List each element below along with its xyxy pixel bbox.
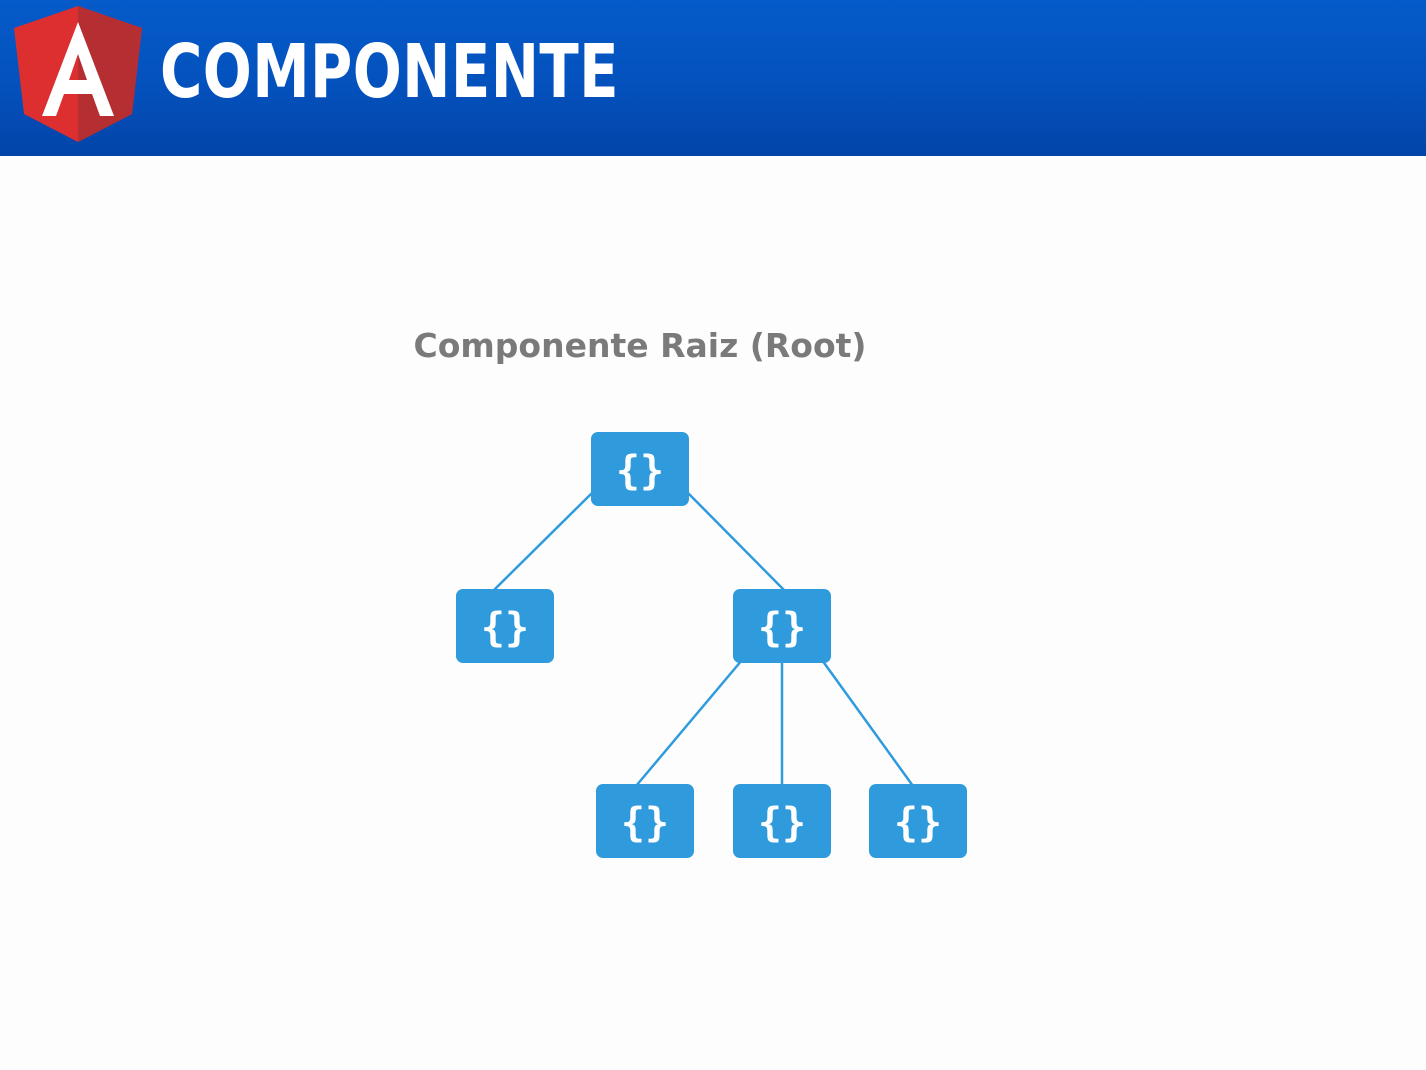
slide-title: COMPONENTE <box>160 29 619 115</box>
angular-logo-icon <box>14 6 142 142</box>
curly-braces-icon: {} <box>758 800 806 846</box>
edge-child-right-grandchild-1 <box>635 659 743 787</box>
curly-braces-icon: {} <box>481 605 529 651</box>
curly-braces-icon: {} <box>894 800 942 846</box>
diagram-title: Componente Raiz (Root) <box>413 326 867 365</box>
tree-node-root: {} <box>591 432 689 506</box>
curly-braces-icon: {} <box>616 448 664 494</box>
slide-header: COMPONENTE <box>0 0 1426 156</box>
curly-braces-icon: {} <box>758 605 806 651</box>
curly-braces-icon: {} <box>621 800 669 846</box>
tree-node-child-right: {} <box>733 589 831 663</box>
tree-node-child-left: {} <box>456 589 554 663</box>
tree-node-grandchild-3: {} <box>869 784 967 858</box>
tree-node-grandchild-2: {} <box>733 784 831 858</box>
tree-node-grandchild-1: {} <box>596 784 694 858</box>
edge-child-right-grandchild-3 <box>820 659 915 787</box>
edge-root-child-left <box>493 492 593 591</box>
edge-root-child-right <box>687 492 785 591</box>
tree-edges <box>493 492 915 787</box>
